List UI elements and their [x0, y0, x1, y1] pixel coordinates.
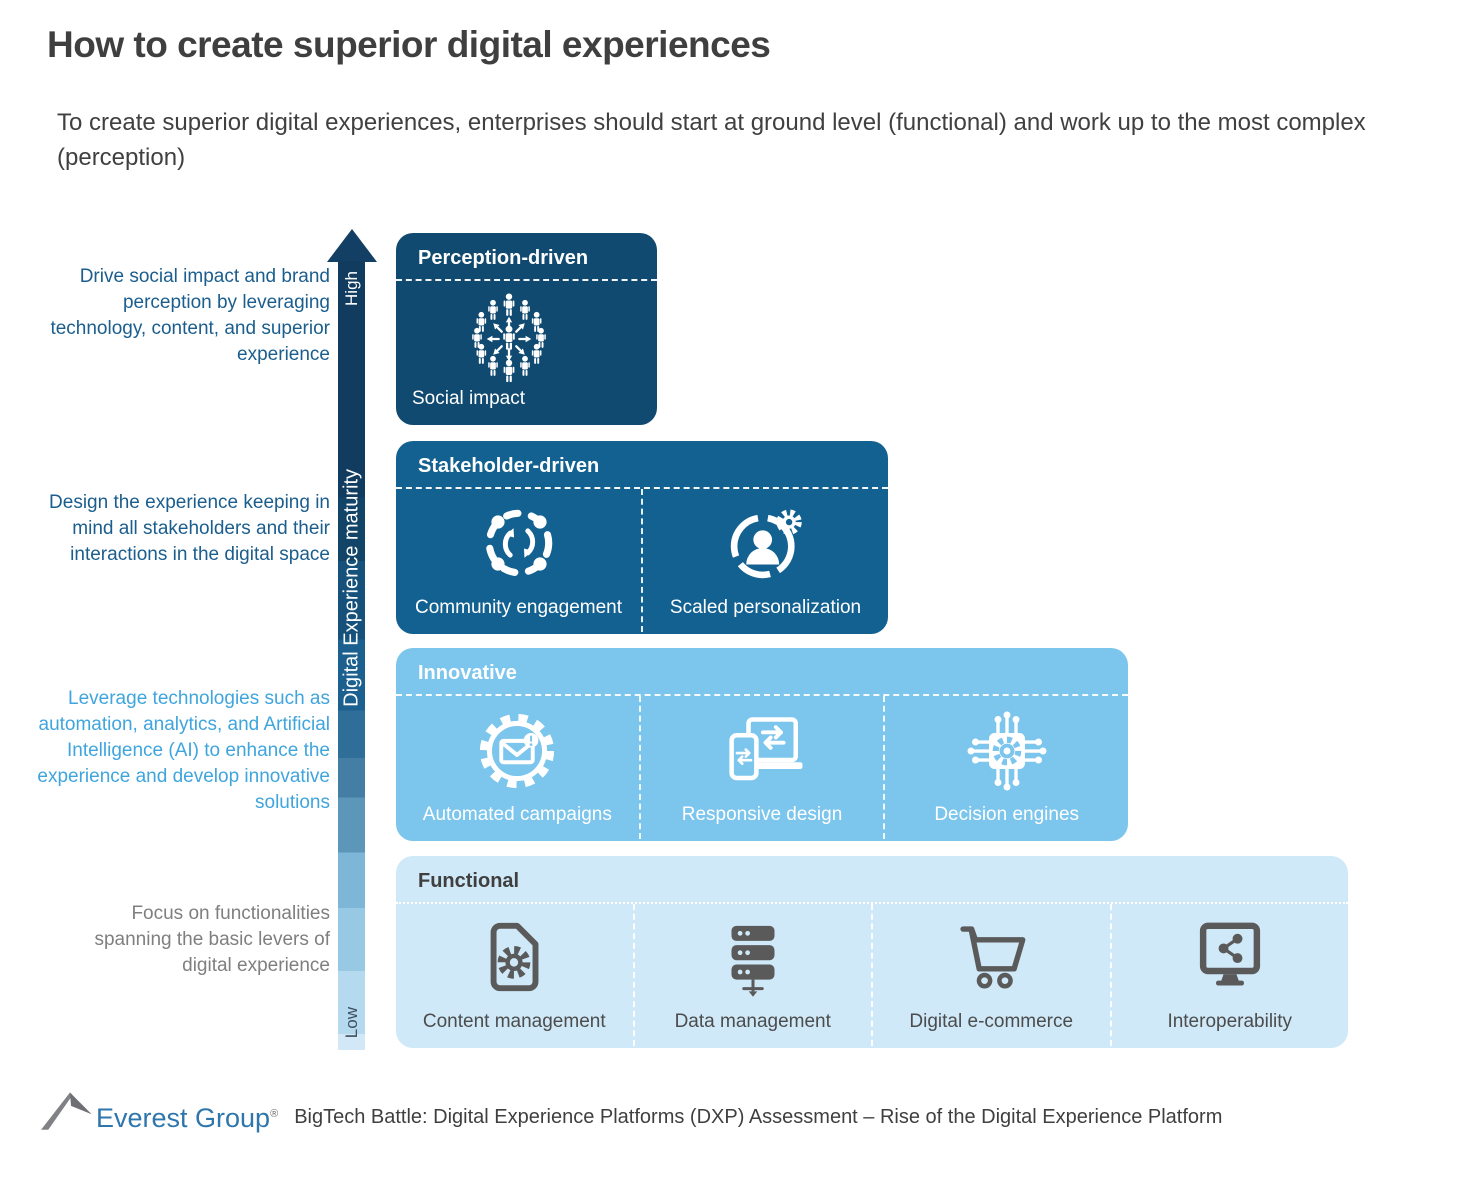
level-cell: Community engagement: [396, 489, 641, 632]
axis-low-label: Low: [341, 1006, 361, 1038]
cell-label: Digital e-commerce: [909, 1011, 1074, 1032]
cell-label: Scaled personalization: [669, 597, 862, 618]
level-header: Functional: [396, 856, 1348, 904]
axis-arrow-head-icon: [327, 229, 377, 262]
level-box-stakeholder: Stakeholder-driven Comm: [396, 441, 888, 634]
registered-mark: ®: [270, 1108, 279, 1120]
level-box-functional: Functional Content management: [396, 856, 1348, 1048]
level-cell: Scaled personalization: [641, 489, 888, 632]
page-title: How to create superior digital experienc…: [47, 24, 771, 65]
level-cell: Digital e-commerce: [871, 904, 1110, 1046]
cell-label: Content management: [422, 1011, 606, 1032]
scaled-personalization-icon: [722, 499, 810, 587]
cell-label: Community engagement: [415, 597, 622, 618]
page-subtitle: To create superior digital experiences, …: [57, 109, 1366, 171]
level-header: Perception-driven: [396, 233, 657, 281]
level-description-functional: Focus on functionalities spanning the ba…: [94, 903, 330, 977]
everest-group-logo: Everest Group®: [40, 1084, 278, 1132]
cell-label: Decision engines: [934, 804, 1080, 825]
cell-label: Responsive design: [681, 804, 843, 825]
interoperability-icon: [1187, 914, 1273, 1000]
shopping-cart-icon: [948, 914, 1034, 1000]
level-cell: Decision engines: [883, 696, 1128, 839]
cell-label: Interoperability: [1167, 1011, 1293, 1032]
axis-title: Digital Experience maturity: [340, 469, 362, 707]
community-engagement-icon: [475, 499, 563, 587]
brand-name: Everest Group®: [96, 1103, 279, 1133]
level-description-perception: Drive social impact and brand perception…: [50, 266, 330, 366]
level-description-innovative: Leverage technologies such as automation…: [37, 688, 330, 814]
level-cell: Automated campaigns: [396, 696, 639, 839]
content-management-icon: [471, 914, 557, 1000]
decision-engines-icon: [962, 706, 1052, 796]
footer: Everest Group® BigTech Battle: Digital E…: [40, 1084, 1222, 1132]
level-cell: Interoperability: [1109, 904, 1349, 1046]
level-box-innovative: Innovative Automated campaigns: [396, 648, 1128, 841]
cell-label: Data management: [674, 1011, 831, 1032]
responsive-design-icon: [717, 706, 807, 796]
level-cell: Data management: [632, 904, 872, 1046]
mountain-icon: [41, 1092, 92, 1130]
automated-campaigns-icon: [472, 706, 562, 796]
source-text: BigTech Battle: Digital Experience Platf…: [294, 1106, 1223, 1128]
axis-high-label: High: [341, 271, 361, 306]
level-box-perception: Perception-driven: [396, 233, 657, 425]
level-cell: Responsive design: [638, 696, 884, 839]
level-cell: Social impact: [396, 281, 657, 423]
social-impact-icon: [461, 291, 557, 387]
level-cell: Content management: [396, 904, 633, 1046]
cell-label: Automated campaigns: [422, 804, 612, 825]
maturity-axis: High Digital Experience maturity Low: [338, 261, 365, 1050]
cell-label: Social impact: [412, 388, 525, 409]
level-description-stakeholder: Design the experience keeping in mind al…: [49, 492, 330, 566]
level-header: Innovative: [396, 648, 1128, 696]
data-management-icon: [710, 914, 796, 1000]
level-header: Stakeholder-driven: [396, 441, 888, 489]
